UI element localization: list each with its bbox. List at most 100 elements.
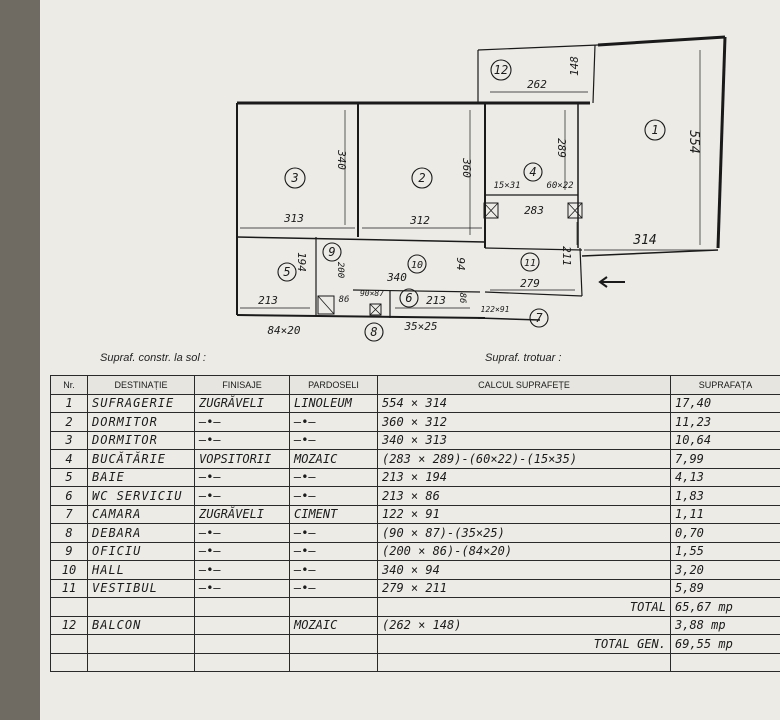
row-nr: 1 [50, 393, 88, 413]
row-finisaje: —•— [194, 541, 290, 561]
row-pardoseli: —•— [289, 541, 378, 561]
row-finisaje: ZUGRĂVELI [194, 393, 290, 413]
row-nr: 6 [50, 486, 88, 506]
oficiu-fixture [317, 295, 335, 315]
row-nr: 7 [50, 504, 88, 524]
debara-fixture [369, 303, 382, 316]
dim-94: 94 [454, 257, 467, 270]
total-row: TOTAL 65,67 mp [50, 597, 780, 617]
row-pardoseli: MOZAIC [289, 449, 378, 469]
dim-213-baie: 213 [258, 294, 278, 307]
row-finisaje [194, 615, 290, 635]
room-circle-7 [529, 308, 549, 328]
room-circle-5 [277, 262, 297, 282]
wall-sufragerie-south [581, 249, 719, 257]
row-finisaje: —•— [194, 523, 290, 543]
header-calcul: CALCUL SUPRAFEȚE [377, 375, 671, 395]
row-pardoseli: —•— [289, 430, 378, 450]
row-destinatie: VESTIBUL [87, 578, 195, 598]
row-nr: 3 [50, 430, 88, 450]
row-calcul: 279 × 211 [377, 578, 671, 598]
kitchen-fixture-left [483, 202, 499, 219]
dim-122x91: 122×91 [481, 305, 510, 314]
room-circle-3 [284, 167, 306, 189]
row-pardoseli: —•— [289, 467, 378, 487]
row-pardoseli: CIMENT [289, 504, 378, 524]
row-nr: 8 [50, 523, 88, 543]
room-label-11: 11 [524, 258, 536, 269]
room-label-4: 4 [529, 165, 536, 179]
row-destinatie: BUCĂTĂRIE [87, 449, 195, 469]
row-suprafata: 1,11 [670, 504, 780, 524]
total-label: TOTAL [377, 597, 671, 617]
dim-200: 200 [335, 262, 345, 278]
row-destinatie: DEBARA [87, 523, 195, 543]
row-calcul: 360 × 312 [377, 412, 671, 432]
dim-289: 289 [555, 138, 568, 158]
row-calcul: 554 × 314 [377, 393, 671, 413]
row-pardoseli: —•— [289, 578, 378, 598]
dim-84x20: 84×20 [267, 324, 300, 337]
dim-313: 313 [283, 212, 304, 225]
row-finisaje: ZUGRĂVELI [194, 504, 290, 524]
grand-total-row: TOTAL GEN. 69,55 mp [50, 634, 780, 654]
dim-86-wc: 86 [457, 293, 467, 304]
dim-194: 194 [295, 252, 308, 272]
wall-wc-north [352, 289, 481, 293]
dim-211: 211 [560, 246, 573, 266]
dim-279: 279 [520, 277, 540, 290]
row-nr: 5 [50, 467, 88, 487]
dim-90x87: 90×87 [360, 289, 384, 298]
row-calcul: (90 × 87)-(35×25) [377, 523, 671, 543]
wall-north-sufragerie [597, 35, 726, 47]
dim-360: 360 [460, 157, 473, 178]
header-nr: Nr. [50, 375, 88, 395]
row-destinatie: DORMITOR [87, 412, 195, 432]
dim-35x25: 35×25 [403, 320, 437, 333]
row-finisaje: —•— [194, 486, 290, 506]
row-suprafata: 3,20 [670, 560, 780, 580]
room-circle-1 [644, 119, 666, 141]
row-destinatie: SUFRAGERIE [87, 393, 195, 413]
row-destinatie: WC SERVICIU [87, 486, 195, 506]
row-finisaje: —•— [194, 430, 290, 450]
room-label-3: 3 [290, 171, 298, 185]
row-finisaje: —•— [194, 412, 290, 432]
row-finisaje: —•— [194, 578, 290, 598]
room-circle-9 [322, 242, 342, 262]
dim-283: 283 [524, 204, 544, 217]
dim-148: 148 [568, 56, 581, 76]
row-suprafata: 0,70 [670, 523, 780, 543]
row-destinatie: OFICIU [87, 541, 195, 561]
room-circle-11 [520, 252, 540, 272]
room-label-5: 5 [283, 265, 290, 279]
row-suprafata: 7,99 [670, 449, 780, 469]
room-label-10: 10 [411, 260, 423, 271]
dim-86-oficiu: 86 [339, 295, 350, 305]
row-calcul: 340 × 94 [377, 560, 671, 580]
room-circle-8 [364, 322, 384, 342]
row-calcul: (283 × 289)-(60×22)-(15×35) [377, 449, 671, 469]
balcony-edge-east [592, 44, 596, 104]
row-pardoseli: MOZAIC [289, 615, 378, 635]
row-pardoseli: —•— [289, 486, 378, 506]
total-value: 65,67 mp [670, 597, 780, 617]
row-suprafata: 1,83 [670, 486, 780, 506]
row-pardoseli: —•— [289, 412, 378, 432]
balcony-edge-north [477, 44, 599, 51]
row-destinatie: BALCON [87, 615, 195, 635]
row-finisaje: VOPSITORII [194, 449, 290, 469]
row-nr: 9 [50, 541, 88, 561]
room-circle-2 [411, 167, 433, 189]
row-destinatie: CAMARA [87, 504, 195, 524]
surface-calculation-table: Nr. DESTINAȚIE FINISAJE PARDOSELI CALCUL… [50, 375, 780, 672]
dim-340-room3: 340 [335, 149, 348, 170]
wall-mid [236, 236, 486, 243]
